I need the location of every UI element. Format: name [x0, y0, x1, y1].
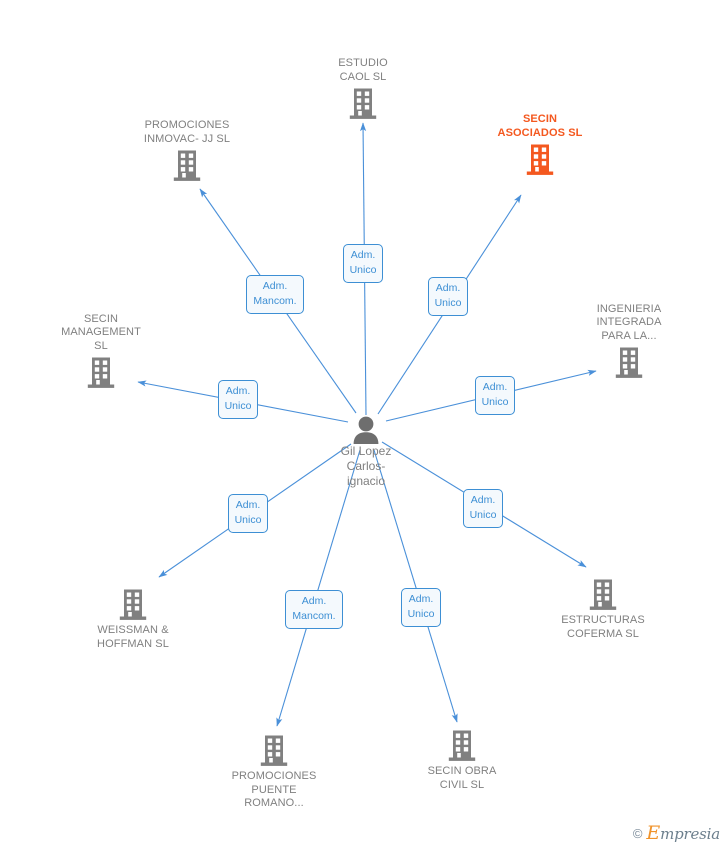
watermark: © Empresia [633, 822, 720, 844]
company-node-label: ESTRUCTURAS COFERMA SL [561, 614, 645, 640]
company-node-icon-wrap [211, 734, 337, 767]
company-node-icon-wrap [404, 729, 520, 762]
company-node-label: SECIN MANAGEMENT SL [61, 312, 141, 352]
building-icon [87, 357, 115, 388]
center-node-label: Gil Lopez Carlos- ignacio [340, 444, 392, 488]
company-node-label: ESTUDIO CAOL SL [338, 57, 388, 83]
edge-label-promociones-inmovac-jj[interactable]: Adm. Mancom. [246, 274, 304, 314]
company-node-label: INGENIERIA INTEGRADA PARA LA... [596, 302, 662, 342]
edge-label-promociones-puente-romano[interactable]: Adm. Mancom. [285, 589, 343, 629]
center-node-person[interactable]: Gil Lopez Carlos- ignacio [296, 416, 436, 489]
building-icon [349, 88, 377, 119]
company-node-label: PROMOCIONES PUENTE ROMANO... [231, 770, 317, 809]
edge-label-secin-management[interactable]: Adm. Unico [217, 379, 259, 419]
company-node-icon-wrap [73, 588, 193, 621]
building-icon [526, 144, 554, 175]
company-node-icon-wrap [308, 87, 418, 120]
company-node-secin-obra-civil[interactable]: SECIN OBRA CIVIL SL [404, 729, 520, 792]
company-node-icon-wrap [541, 578, 665, 611]
building-icon [119, 589, 147, 620]
brand-initial: E [646, 822, 661, 844]
edge-label-estudio-caol[interactable]: Adm. Unico [342, 243, 384, 283]
edge-label-secin-obra-civil[interactable]: Adm. Unico [400, 587, 442, 627]
company-node-label: SECIN OBRA CIVIL SL [427, 765, 497, 791]
company-node-label: PROMOCIONES INMOVAC- JJ SL [143, 119, 231, 145]
building-icon [448, 730, 476, 761]
company-node-label: WEISSMAN & HOFFMAN SL [97, 624, 169, 650]
company-node-secin-management[interactable]: SECIN MANAGEMENT SL [43, 313, 159, 390]
edge-promociones-puente-romano [276, 449, 361, 727]
company-node-icon-wrap [569, 346, 689, 379]
company-node-ingenieria-integrada[interactable]: INGENIERIA INTEGRADA PARA LA... [569, 303, 689, 380]
building-icon [173, 150, 201, 181]
company-node-icon-wrap [475, 143, 605, 176]
edge-label-secin-asociados[interactable]: Adm. Unico [427, 276, 469, 316]
person-icon [353, 416, 379, 444]
company-node-weissman-hoffman[interactable]: WEISSMAN & HOFFMAN SL [73, 588, 193, 651]
brand-rest: mpresia [660, 825, 720, 843]
building-icon [260, 735, 288, 766]
edge-label-estructuras-coferma[interactable]: Adm. Unico [462, 488, 504, 528]
company-node-label: SECIN ASOCIADOS SL [497, 113, 583, 139]
edge-secin-obra-civil [373, 449, 458, 723]
edge-label-weissman-hoffman[interactable]: Adm. Unico [227, 493, 269, 533]
building-icon [615, 347, 643, 378]
company-node-icon-wrap [122, 149, 252, 182]
company-node-estudio-caol[interactable]: ESTUDIO CAOL SL [308, 57, 418, 120]
company-node-estructuras-coferma[interactable]: ESTRUCTURAS COFERMA SL [541, 578, 665, 641]
company-node-promociones-inmovac-jj[interactable]: PROMOCIONES INMOVAC- JJ SL [122, 119, 252, 182]
edge-label-ingenieria-integrada[interactable]: Adm. Unico [474, 375, 516, 415]
company-node-secin-asociados[interactable]: SECIN ASOCIADOS SL [475, 113, 605, 176]
company-node-icon-wrap [43, 356, 159, 389]
company-node-promociones-puente-romano[interactable]: PROMOCIONES PUENTE ROMANO... [211, 734, 337, 811]
copyright-icon: © [632, 825, 643, 841]
brand-name: Empresia [646, 822, 720, 844]
building-icon [589, 579, 617, 610]
